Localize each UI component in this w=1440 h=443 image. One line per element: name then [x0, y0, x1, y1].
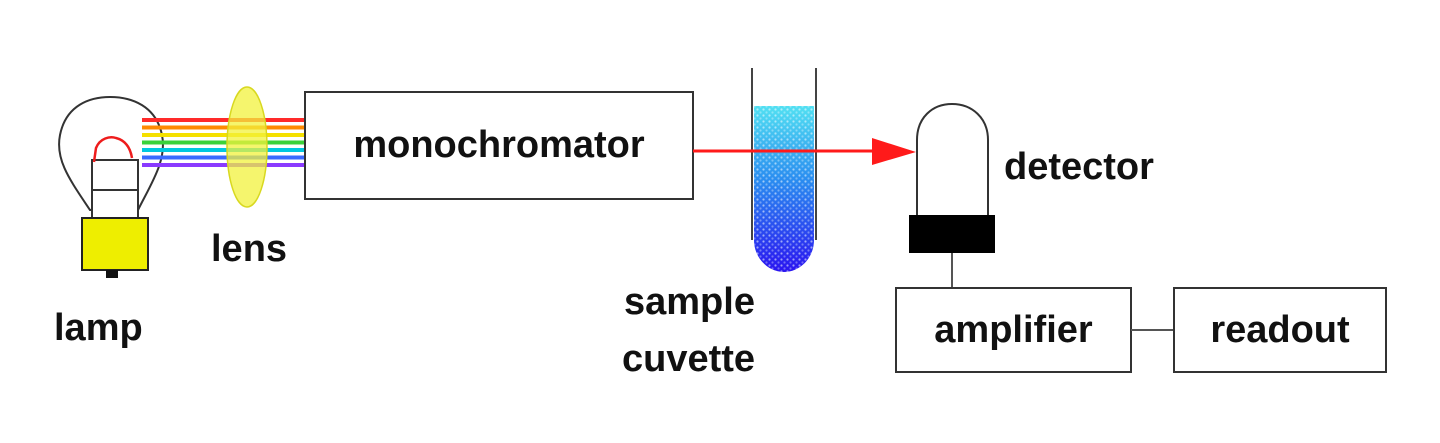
beam-arrowhead-icon	[872, 138, 916, 165]
lamp-label: lamp	[54, 307, 143, 349]
spectrum-beam	[142, 125, 305, 130]
spectrum-beam	[142, 148, 305, 152]
lamp-icon	[58, 95, 164, 278]
sample-label-line2: cuvette	[622, 338, 756, 380]
monochromator-label: monochromator	[353, 124, 645, 166]
lamp-pin	[106, 270, 118, 278]
detector-icon	[909, 102, 995, 253]
sample-label-line1: sample	[624, 281, 755, 323]
monochromator-box	[304, 91, 694, 200]
spectrum-beam	[142, 155, 305, 160]
detector-label: detector	[1004, 146, 1154, 188]
spectrum-beam	[142, 163, 305, 167]
lens-icon	[226, 86, 268, 208]
spectrum-beam	[142, 140, 305, 145]
readout-box	[1173, 287, 1387, 373]
cuvette-liquid-texture	[754, 106, 814, 272]
lens-label: lens	[211, 228, 288, 270]
sample-beam	[693, 138, 916, 165]
readout-label: readout	[1210, 308, 1350, 351]
detector-base	[909, 215, 995, 253]
cuvette-icon	[751, 68, 817, 272]
amplifier-label: amplifier	[934, 308, 1093, 351]
lamp-base	[81, 217, 149, 271]
spectrum-beams	[142, 118, 305, 167]
detector-dome	[916, 102, 989, 217]
spectrum-beam	[142, 133, 305, 137]
spectrum-beam	[142, 118, 305, 122]
lamp-filament	[92, 136, 134, 163]
